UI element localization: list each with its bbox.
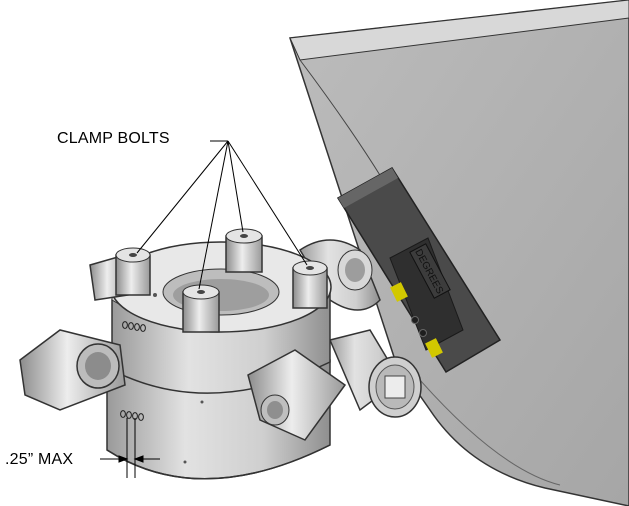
max-gap-label: .25” MAX [5,451,74,468]
clamp-bolt [292,260,328,309]
engraving-marks [120,321,146,421]
clamp-bolt [225,228,263,273]
button-icon [411,316,419,324]
led-indicator-bottom [425,338,443,358]
led-indicator-top [390,282,408,302]
right-eye-nut [247,349,347,441]
clamp-bolt [115,247,151,296]
rear-coupling [298,239,381,311]
button-icon [419,329,427,337]
left-eye-nut [19,329,126,411]
side-coupling-nut [328,329,422,418]
clamp-bolt [182,284,220,333]
bucket-plate [289,0,629,506]
gap-dimension [100,418,160,478]
clamp-bolts-label: CLAMP BOLTS [57,130,170,147]
inclinometer: DEGREES [336,166,502,374]
clamp-bolts-leaders [136,140,308,290]
